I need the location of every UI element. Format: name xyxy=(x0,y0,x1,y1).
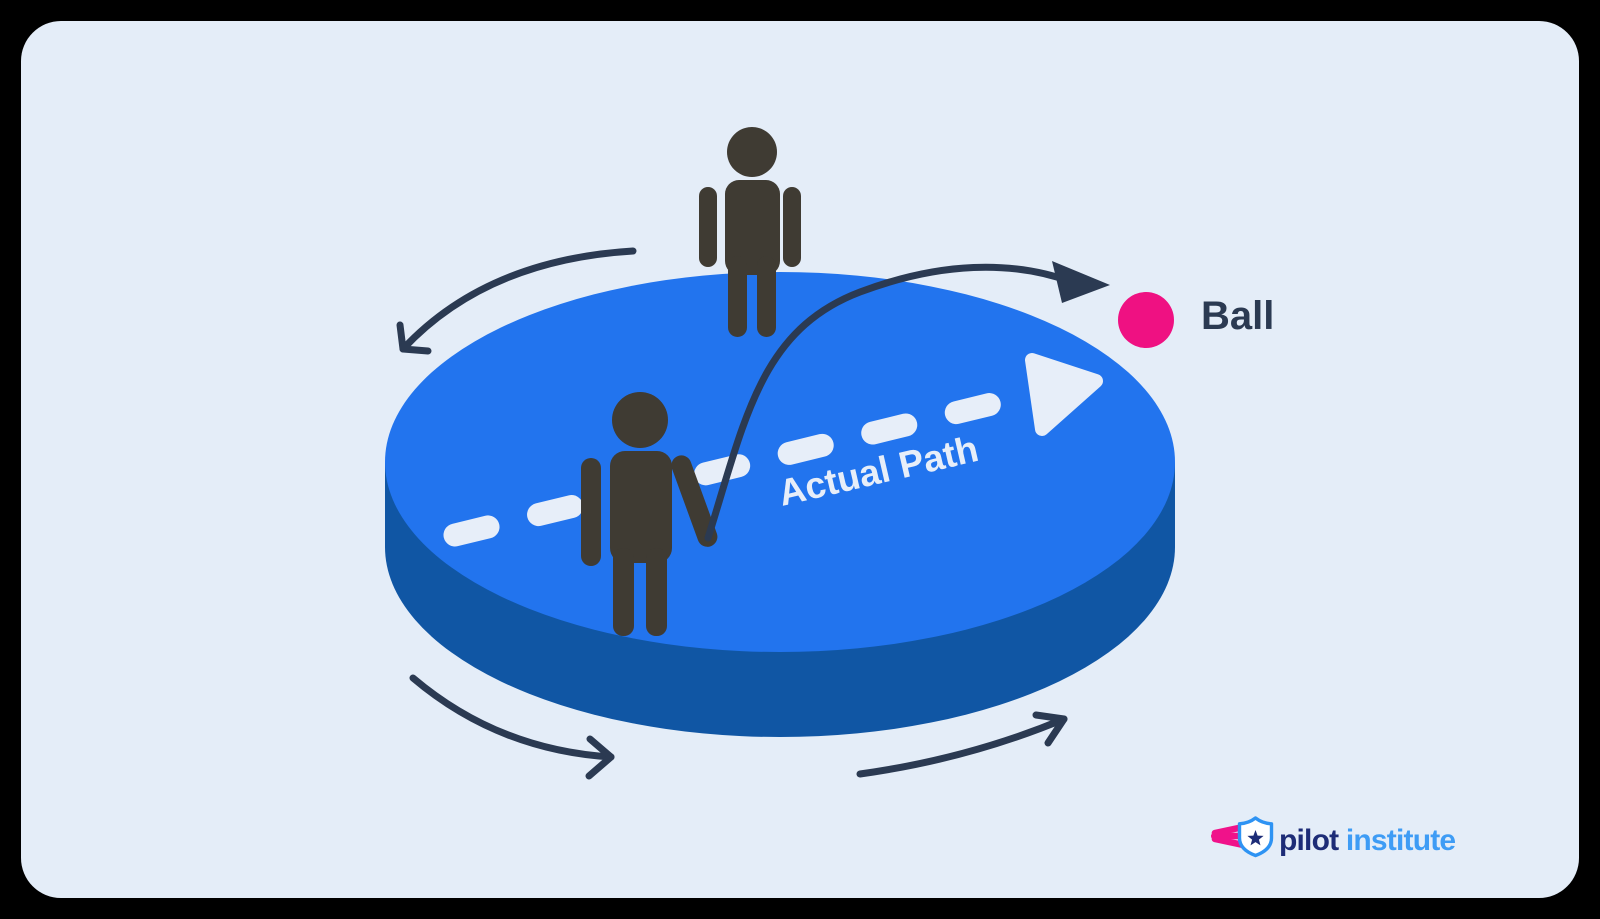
thrown-ball-arc xyxy=(704,263,1076,542)
ball-dot xyxy=(1118,292,1174,348)
person-top-left-leg xyxy=(728,256,747,337)
logo-text-institute: institute xyxy=(1346,824,1456,857)
thrown-ball-arc-arrow-icon xyxy=(704,261,1110,542)
logo-text-pilot: pilot xyxy=(1279,824,1339,857)
thrower-torso xyxy=(610,451,672,563)
person-figure-thrower xyxy=(581,392,718,636)
person-top-right-arm xyxy=(783,187,801,267)
rotating-platform xyxy=(385,272,1175,737)
logo-shield-star-icon xyxy=(1237,816,1274,858)
person-figure-top xyxy=(699,127,801,337)
rotation-arrows xyxy=(396,247,1068,780)
platform-top xyxy=(385,272,1175,652)
person-top-head xyxy=(727,127,777,177)
pilot-institute-logo: pilot institute xyxy=(1211,816,1456,858)
person-top-right-leg xyxy=(757,256,776,337)
rotation-arrow-top-left-icon xyxy=(396,247,637,355)
logo-wordmark: pilot institute xyxy=(1279,824,1455,857)
thrown-ball-arc-head xyxy=(1052,261,1110,303)
person-top-torso xyxy=(725,180,780,275)
thrower-throwing-arm xyxy=(671,455,718,547)
ball-label: Ball xyxy=(1201,294,1274,338)
thrower-left-arm xyxy=(581,458,601,566)
person-top-left-arm xyxy=(699,187,717,267)
rotation-arrow-bottom-right-icon xyxy=(856,711,1068,778)
thrower-left-leg xyxy=(613,548,634,636)
rotation-arrow-bottom-left-icon xyxy=(409,674,615,780)
actual-path-arrowhead-icon xyxy=(1025,353,1103,436)
thrower-right-leg xyxy=(646,548,667,636)
thrower-head xyxy=(612,392,668,448)
